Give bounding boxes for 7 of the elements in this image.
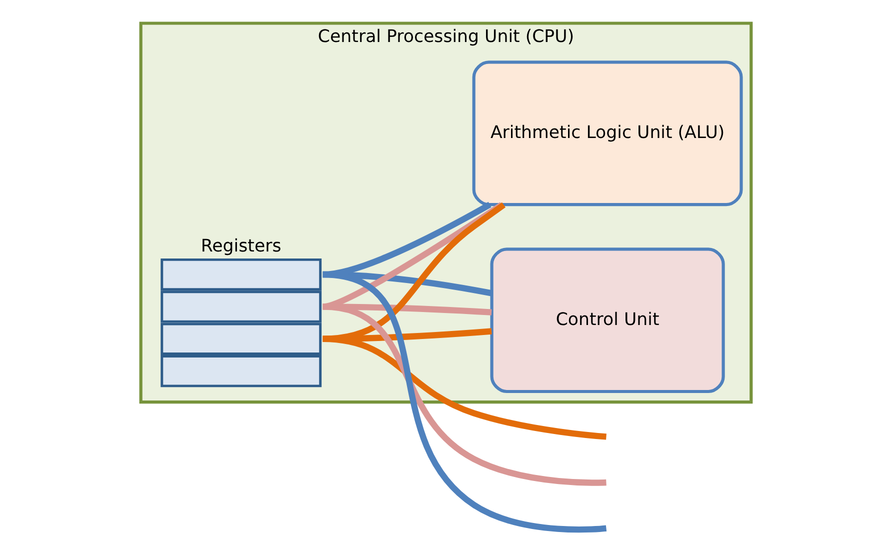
- connector: [322, 202, 506, 342]
- node-box: Arithmetic Logic Unit (ALU): [472, 60, 743, 206]
- connector: [322, 336, 606, 440]
- node-box: Control Unit: [490, 248, 725, 394]
- connector: [322, 271, 607, 533]
- node-label: Registers: [200, 236, 282, 256]
- connector: [322, 304, 606, 486]
